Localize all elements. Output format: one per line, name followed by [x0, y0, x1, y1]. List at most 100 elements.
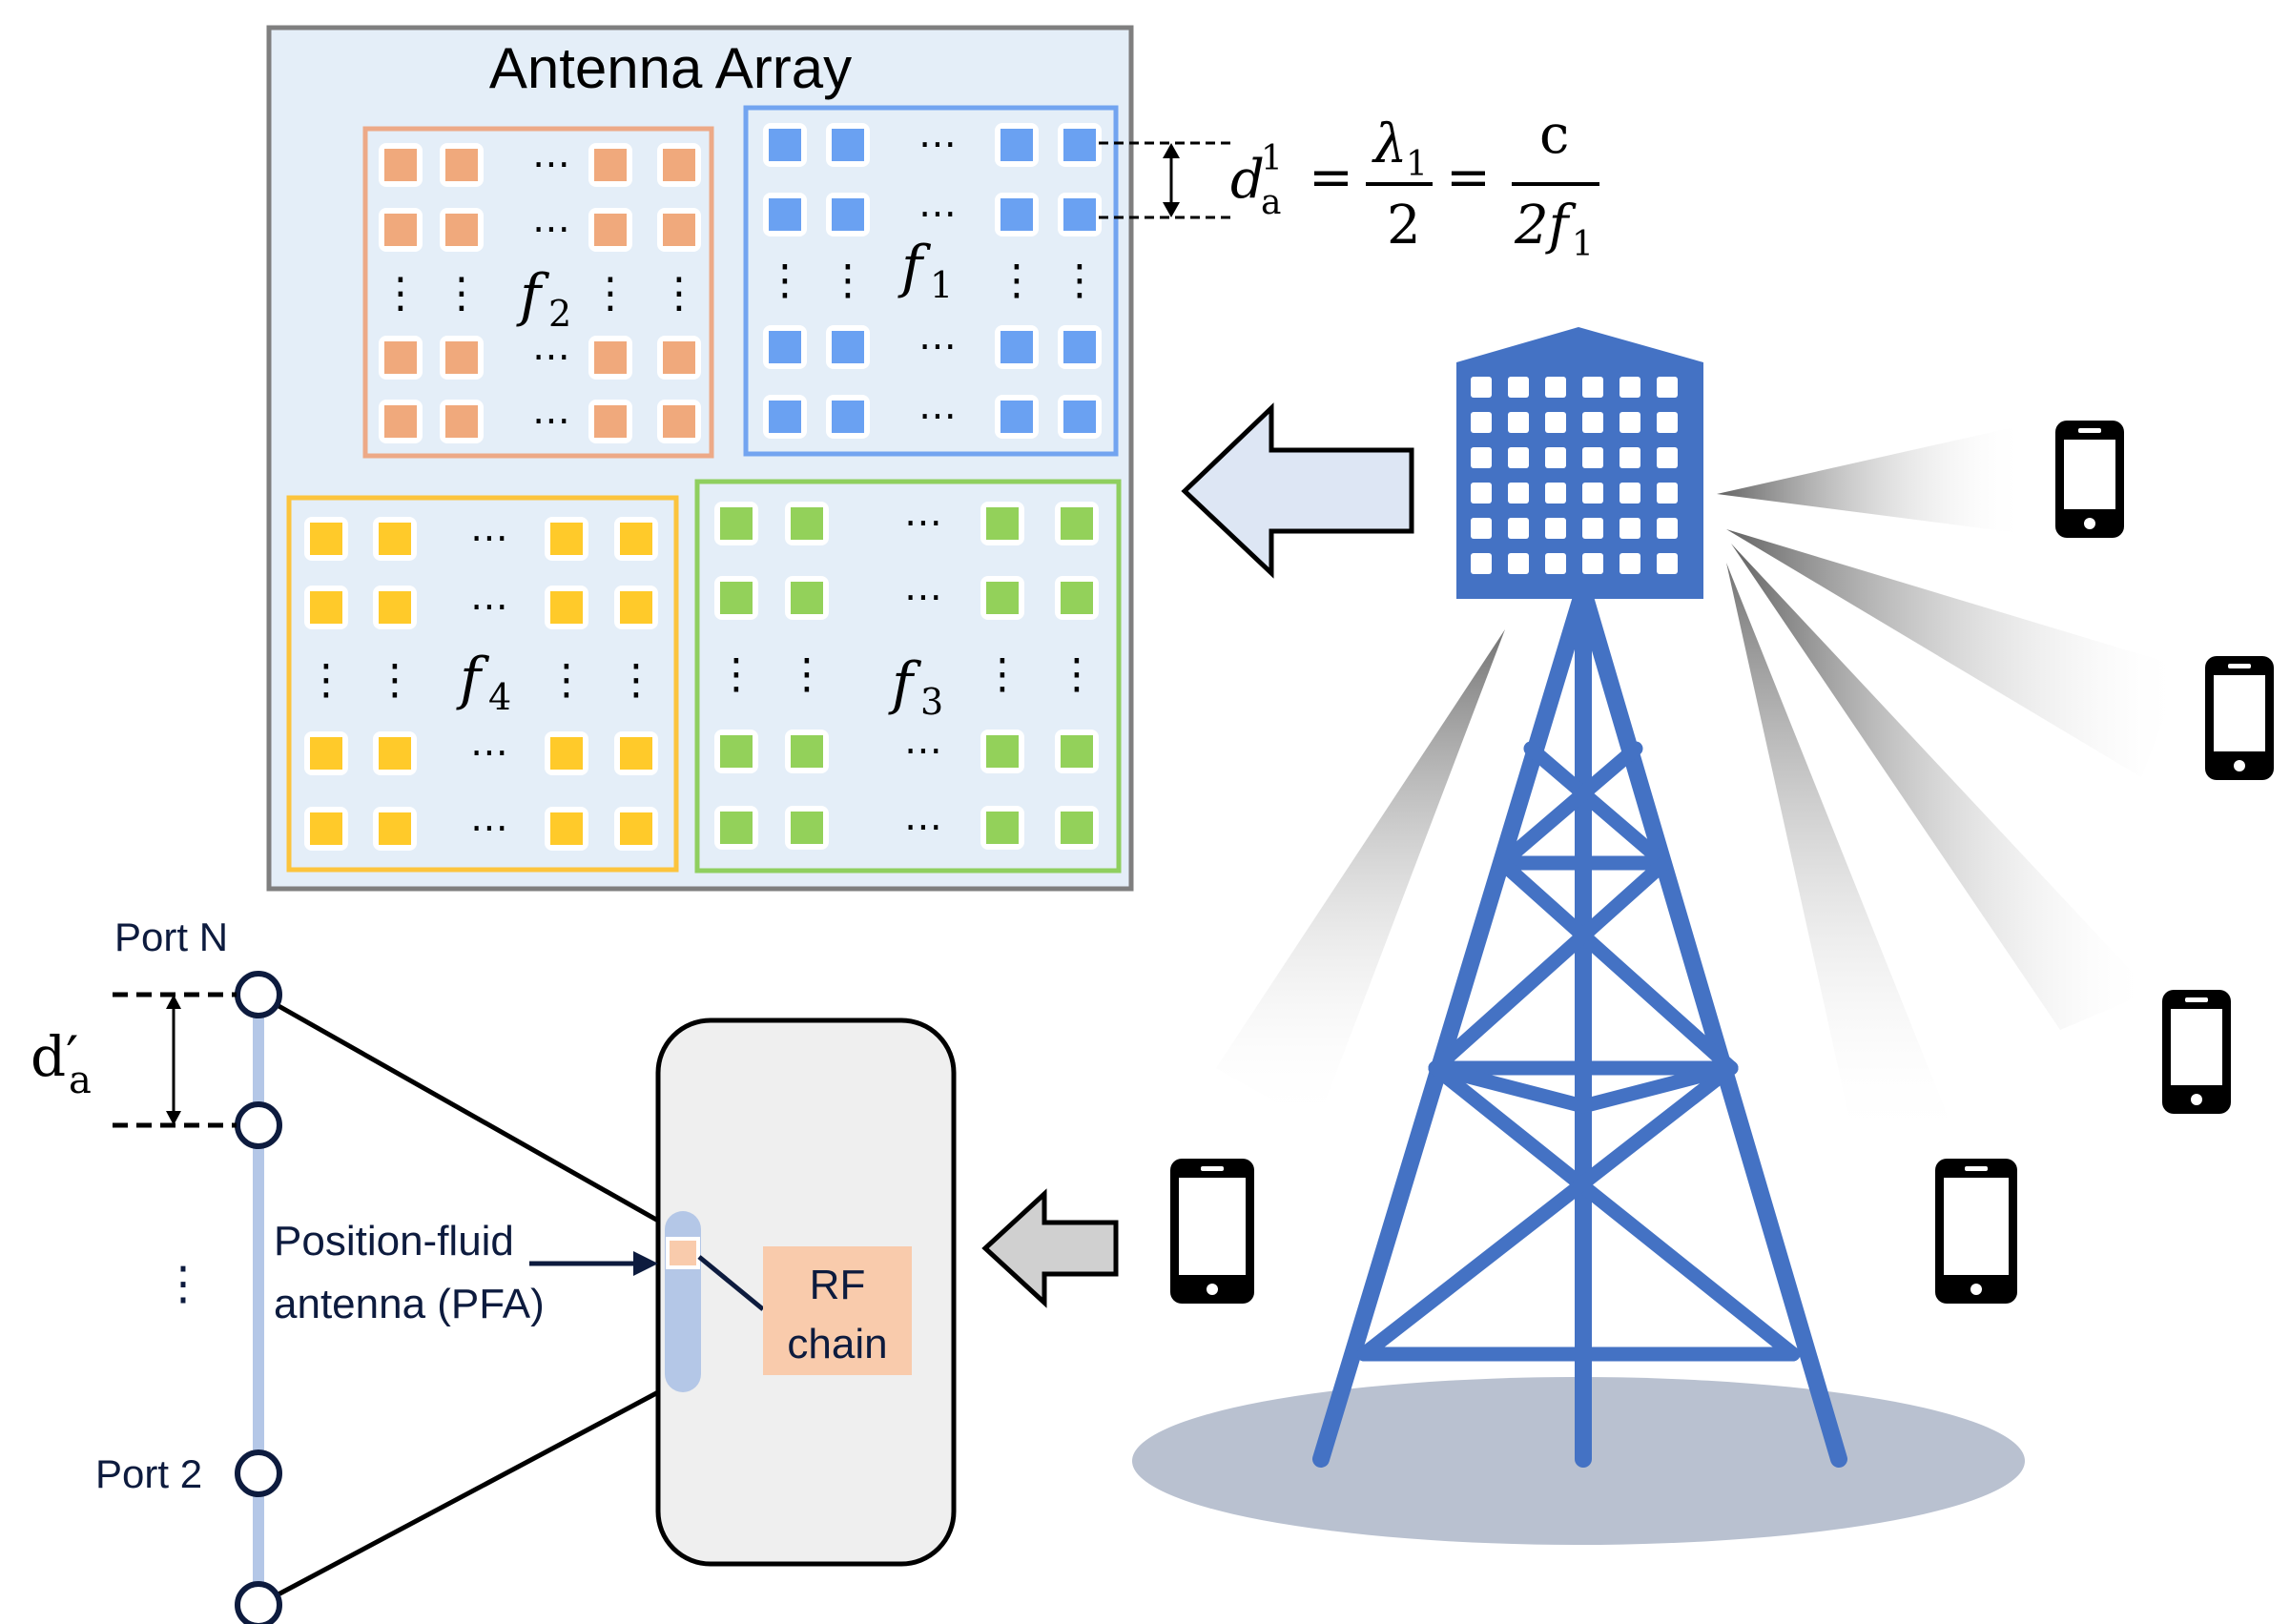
antenna-element: [379, 143, 423, 187]
antenna-element: [980, 502, 1024, 545]
tower-window: [1620, 553, 1640, 574]
horizontal-ellipsis: ⋯: [904, 502, 942, 544]
antenna-element: [763, 395, 807, 439]
eq-den-2-sub: 1: [1572, 225, 1594, 264]
horizontal-ellipsis: ⋯: [904, 730, 942, 771]
tower-window: [1471, 518, 1492, 539]
horizontal-ellipsis: ⋯: [918, 395, 957, 437]
tower-window: [1471, 553, 1492, 574]
antenna-element: [714, 730, 758, 773]
antenna-element: [588, 400, 632, 443]
antenna-element: [545, 731, 588, 775]
tower-window: [1657, 447, 1678, 468]
tower-window: [1545, 483, 1566, 504]
antenna-element: [657, 400, 701, 443]
antenna-element: [304, 807, 348, 851]
rf-chain-line1: RF: [810, 1262, 866, 1308]
port-n-circle: [235, 971, 282, 1018]
pfa-element: [666, 1237, 700, 1269]
port-n-label: Port N: [114, 915, 228, 959]
vertical-ellipsis: ⋮: [715, 651, 757, 698]
ports-vdots: ⋮: [160, 1259, 206, 1309]
antenna-element: [614, 731, 658, 775]
tower-window: [1508, 518, 1529, 539]
tower-window: [1545, 412, 1566, 433]
vertical-ellipsis: ⋮: [589, 270, 631, 317]
rf-chain-box: [763, 1246, 912, 1375]
tower-window: [1657, 483, 1678, 504]
vertical-ellipsis: ⋮: [658, 270, 700, 317]
vertical-ellipsis: ⋮: [1056, 651, 1098, 698]
vertical-ellipsis: ⋮: [996, 257, 1038, 304]
tower-window: [1620, 377, 1640, 398]
vertical-ellipsis: ⋮: [764, 257, 806, 304]
antenna-element: [545, 586, 588, 629]
pfa-label-line1: Position-fluid: [274, 1218, 514, 1264]
antenna-element: [714, 806, 758, 850]
rf-chain-line2: chain: [787, 1321, 887, 1367]
antenna-element: [763, 123, 807, 167]
port-circle: [235, 1101, 282, 1149]
tower-window: [1582, 447, 1603, 468]
antenna-element: [373, 807, 417, 851]
tower-window: [1657, 553, 1678, 574]
antenna-element: [1058, 193, 1102, 236]
antenna-element: [980, 576, 1024, 620]
tower-window: [1657, 412, 1678, 433]
vertical-ellipsis: ⋮: [615, 657, 657, 704]
vertical-ellipsis: ⋮: [981, 651, 1023, 698]
vertical-ellipsis: ⋮: [1059, 257, 1101, 304]
antenna-element: [440, 336, 484, 380]
eq-lambda: λ: [1372, 113, 1408, 175]
antenna-element: [995, 395, 1039, 439]
smartphone-icon: [1935, 1159, 2017, 1304]
antenna-element: [826, 123, 870, 167]
port-2-circle: [235, 1449, 282, 1497]
tower-window: [1582, 518, 1603, 539]
antenna-element: [614, 586, 658, 629]
base-station-tower-icon: [1312, 327, 1847, 1468]
vertical-ellipsis: ⋮: [441, 270, 483, 317]
subarray-label-sub-f3: 3: [920, 681, 943, 723]
tower-window: [1471, 412, 1492, 433]
antenna-element: [1055, 730, 1099, 773]
horizontal-ellipsis: ⋯: [470, 807, 508, 849]
antenna-element: [545, 807, 588, 851]
antenna-element: [614, 517, 658, 561]
antenna-element: [379, 208, 423, 252]
tower-window: [1545, 447, 1566, 468]
antenna-element: [1058, 395, 1102, 439]
tower-window: [1657, 377, 1678, 398]
antenna-element: [1055, 576, 1099, 620]
eq-d-sub: a: [1261, 183, 1281, 222]
antenna-element: [373, 586, 417, 629]
eq-equals-2: =: [1446, 147, 1491, 209]
antenna-element: [714, 576, 758, 620]
eq-d: d: [1230, 149, 1265, 211]
antenna-element: [588, 336, 632, 380]
antenna-element: [545, 517, 588, 561]
antenna-element: [826, 395, 870, 439]
tower-window: [1471, 377, 1492, 398]
tower-window: [1545, 553, 1566, 574]
vertical-ellipsis: ⋮: [380, 270, 422, 317]
tower-window: [1545, 377, 1566, 398]
antenna-element: [379, 400, 423, 443]
antenna-element: [995, 123, 1039, 167]
antenna-element: [373, 517, 417, 561]
tower-window: [1582, 553, 1603, 574]
tower-window: [1620, 447, 1640, 468]
antenna-element: [785, 730, 829, 773]
eq-den-1: 2: [1387, 195, 1421, 257]
horizontal-ellipsis: ⋯: [918, 123, 957, 165]
antenna-element: [1055, 806, 1099, 850]
horizontal-ellipsis: ⋯: [904, 806, 942, 848]
antenna-element: [785, 806, 829, 850]
spacing-equation: d 1 a = λ 1 2 = c 2f 1: [1099, 104, 1599, 264]
tower-window: [1620, 518, 1640, 539]
user-devices: [1170, 421, 2274, 1304]
